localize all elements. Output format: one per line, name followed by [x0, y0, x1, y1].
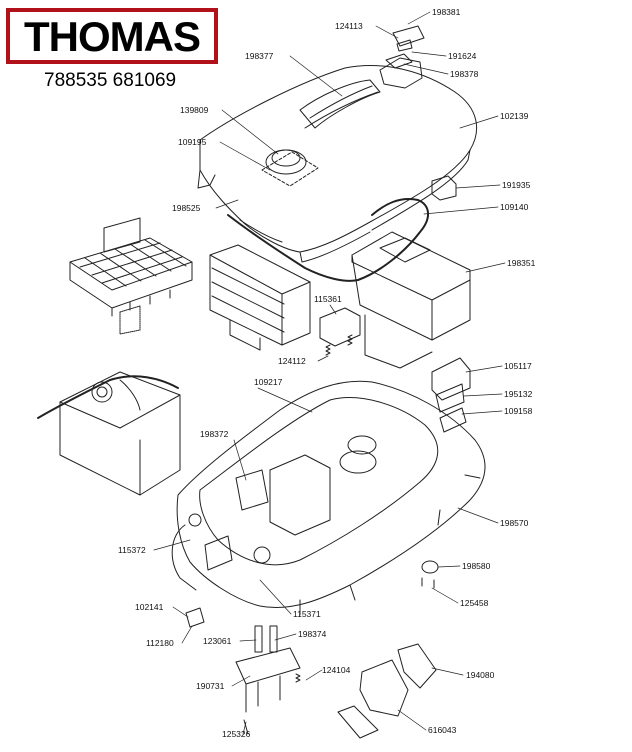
label-198580: 198580 — [462, 561, 491, 571]
label-105117: 105117 — [504, 361, 532, 371]
label-109195: 109195 — [178, 137, 207, 147]
brand-logo: THOMAS — [6, 8, 218, 64]
springs-drawing — [325, 334, 353, 356]
label-198372: 198372 — [200, 429, 229, 439]
label-191624: 191624 — [448, 51, 477, 61]
label-125326: 125326 — [222, 729, 251, 739]
handle-drawing — [431, 357, 471, 433]
label-191935: 191935 — [502, 180, 531, 190]
small-filter-drawing — [319, 307, 361, 347]
label-112180: 112180 — [146, 638, 174, 648]
filter-grid-drawing — [69, 217, 193, 335]
label-115372: 115372 — [118, 545, 146, 555]
label-124113: 124113 — [335, 21, 363, 31]
label-198378: 198378 — [450, 69, 479, 79]
model-codes: 788535 681069 — [44, 70, 177, 91]
label-124104: 124104 — [322, 665, 351, 675]
filter-box-drawing — [351, 231, 471, 369]
label-102141: 102141 — [135, 602, 164, 612]
bag-housing-drawing — [37, 371, 181, 496]
label-115361: 115361 — [314, 294, 342, 304]
label-124112: 124112 — [278, 356, 306, 366]
label-190731: 190731 — [196, 681, 225, 691]
top-cover-drawing — [197, 57, 478, 263]
label-616043: 616043 — [428, 725, 457, 735]
label-198351: 198351 — [507, 258, 536, 268]
label-198570: 198570 — [500, 518, 529, 528]
label-125458: 125458 — [460, 598, 489, 608]
cover-clips-drawing — [385, 25, 457, 201]
label-139809: 139809 — [180, 105, 209, 115]
label-198525: 198525 — [172, 203, 201, 213]
label-109217: 109217 — [254, 377, 283, 387]
label-198381: 198381 — [432, 7, 461, 17]
cover-gasket-drawing — [227, 198, 429, 282]
label-123061: 123061 — [203, 636, 232, 646]
leader-lines — [153, 11, 506, 735]
label-194080: 194080 — [466, 670, 495, 680]
label-102139: 102139 — [500, 111, 529, 121]
label-115371: 115371 — [293, 609, 321, 619]
label-195132: 195132 — [504, 389, 533, 399]
hepa-filter-drawing — [209, 244, 311, 351]
main-body-drawing — [171, 380, 486, 616]
brand-name: THOMAS — [24, 13, 201, 60]
part-labels: 198381 124113 191624 198377 198378 13980… — [118, 7, 536, 739]
label-109140: 109140 — [500, 202, 529, 212]
label-198377: 198377 — [245, 51, 274, 61]
small-parts-drawing — [185, 560, 439, 739]
label-109158: 109158 — [504, 406, 533, 416]
label-198374: 198374 — [298, 629, 327, 639]
